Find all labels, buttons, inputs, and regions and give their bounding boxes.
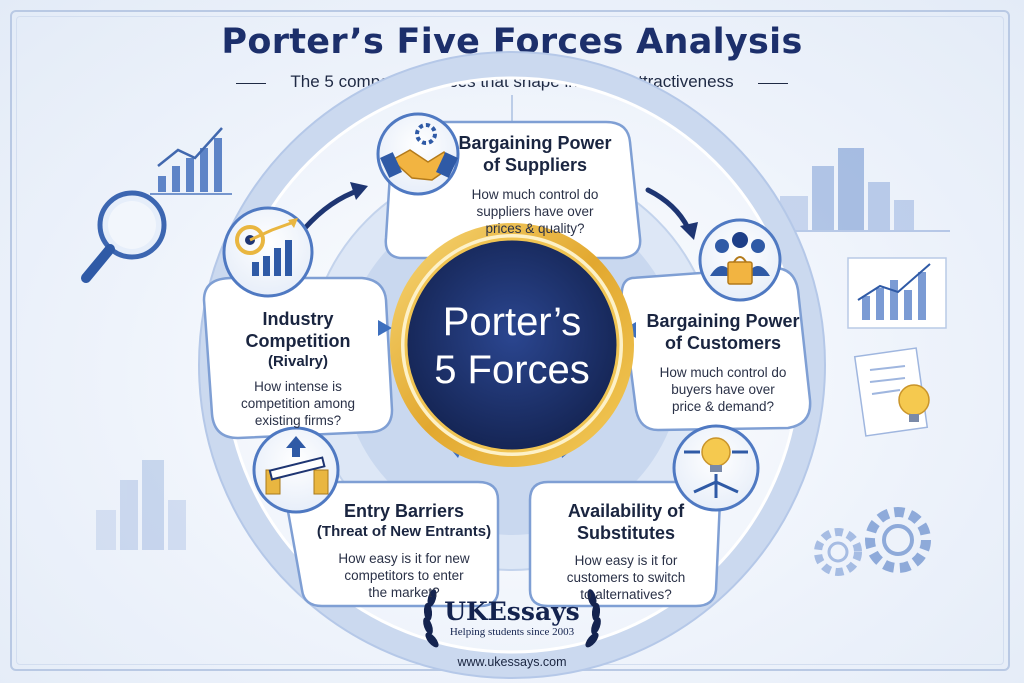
- force-question: How much control do: [471, 187, 599, 202]
- force-question: prices & quality?: [485, 221, 585, 236]
- force-question: How easy is it for new: [338, 551, 470, 566]
- force-title: Substitutes: [576, 523, 675, 543]
- gears-icon: [814, 507, 931, 576]
- brand-tagline: Helping students since 2003: [449, 626, 575, 638]
- subtitle-rule-left: [236, 83, 266, 84]
- force-title: Entry Barriers: [343, 501, 465, 521]
- brand-name: UKEssays: [444, 597, 580, 626]
- force-question: existing firms?: [254, 413, 342, 428]
- force-title: Bargaining Power: [458, 133, 612, 153]
- laurel-right-icon: [585, 589, 601, 648]
- force-title: (Rivalry): [267, 353, 329, 370]
- force-title: Availability of: [567, 501, 685, 521]
- city-icon: [770, 148, 950, 232]
- lightbulb-arrows-icon: [672, 424, 760, 512]
- force-question: How easy is it for: [574, 553, 678, 568]
- center-line-2: 5 Forces: [434, 348, 590, 392]
- force-customers: Bargaining Power of Customers How much c…: [642, 310, 804, 415]
- city-icon: [96, 460, 186, 550]
- force-question: price & demand?: [671, 399, 775, 414]
- center-badge: [404, 237, 620, 453]
- force-question: suppliers have over: [476, 204, 594, 219]
- growth-chart-icon: [150, 127, 232, 195]
- force-question: buyers have over: [671, 382, 775, 397]
- force-title: Bargaining Power: [646, 311, 800, 331]
- force-question: to alternatives?: [580, 587, 672, 602]
- document-bulb-icon: [853, 347, 930, 437]
- laurel-left-icon: [423, 589, 439, 648]
- force-title: of Customers: [664, 333, 781, 353]
- force-title: Competition: [245, 331, 351, 351]
- force-title: of Suppliers: [482, 155, 587, 175]
- handshake-gear-icon: [376, 112, 460, 196]
- brand-logo: UKEssays Helping students since 2003: [437, 598, 587, 639]
- center-line-1: Porter’s: [442, 300, 582, 344]
- force-suppliers: Bargaining Power of Suppliers How much c…: [440, 132, 630, 237]
- force-question: competition among: [240, 396, 356, 411]
- arrow-rivalry-to-suppliers: [302, 187, 363, 231]
- force-title: (Threat of New Entrants): [316, 523, 492, 540]
- panel-rivalry: [202, 276, 394, 440]
- growth-chart-icon: [847, 257, 947, 329]
- brand-url: www.ukessays.com: [457, 655, 567, 669]
- force-question: the market?: [368, 585, 440, 600]
- force-question: How much control do: [659, 365, 787, 380]
- barrier-icon: [252, 426, 340, 514]
- force-question: How intense is: [254, 379, 342, 394]
- arrow-suppliers-to-customers: [645, 187, 691, 231]
- force-question: customers to switch: [566, 570, 686, 585]
- force-rivalry: Industry Competition (Rivalry) How inten…: [210, 308, 386, 429]
- customers-bag-icon: [698, 218, 782, 302]
- force-substitutes: Availability of Substitutes How easy is …: [536, 500, 716, 603]
- force-question: competitors to enter: [344, 568, 464, 583]
- magnifier-icon: [81, 190, 167, 283]
- target-chart-icon: [222, 206, 314, 298]
- center-label: Porter’s 5 Forces: [412, 298, 612, 394]
- force-entrants: Entry Barriers (Threat of New Entrants) …: [312, 500, 496, 601]
- subtitle-rule-right: [758, 83, 788, 84]
- force-title: Industry: [262, 309, 334, 329]
